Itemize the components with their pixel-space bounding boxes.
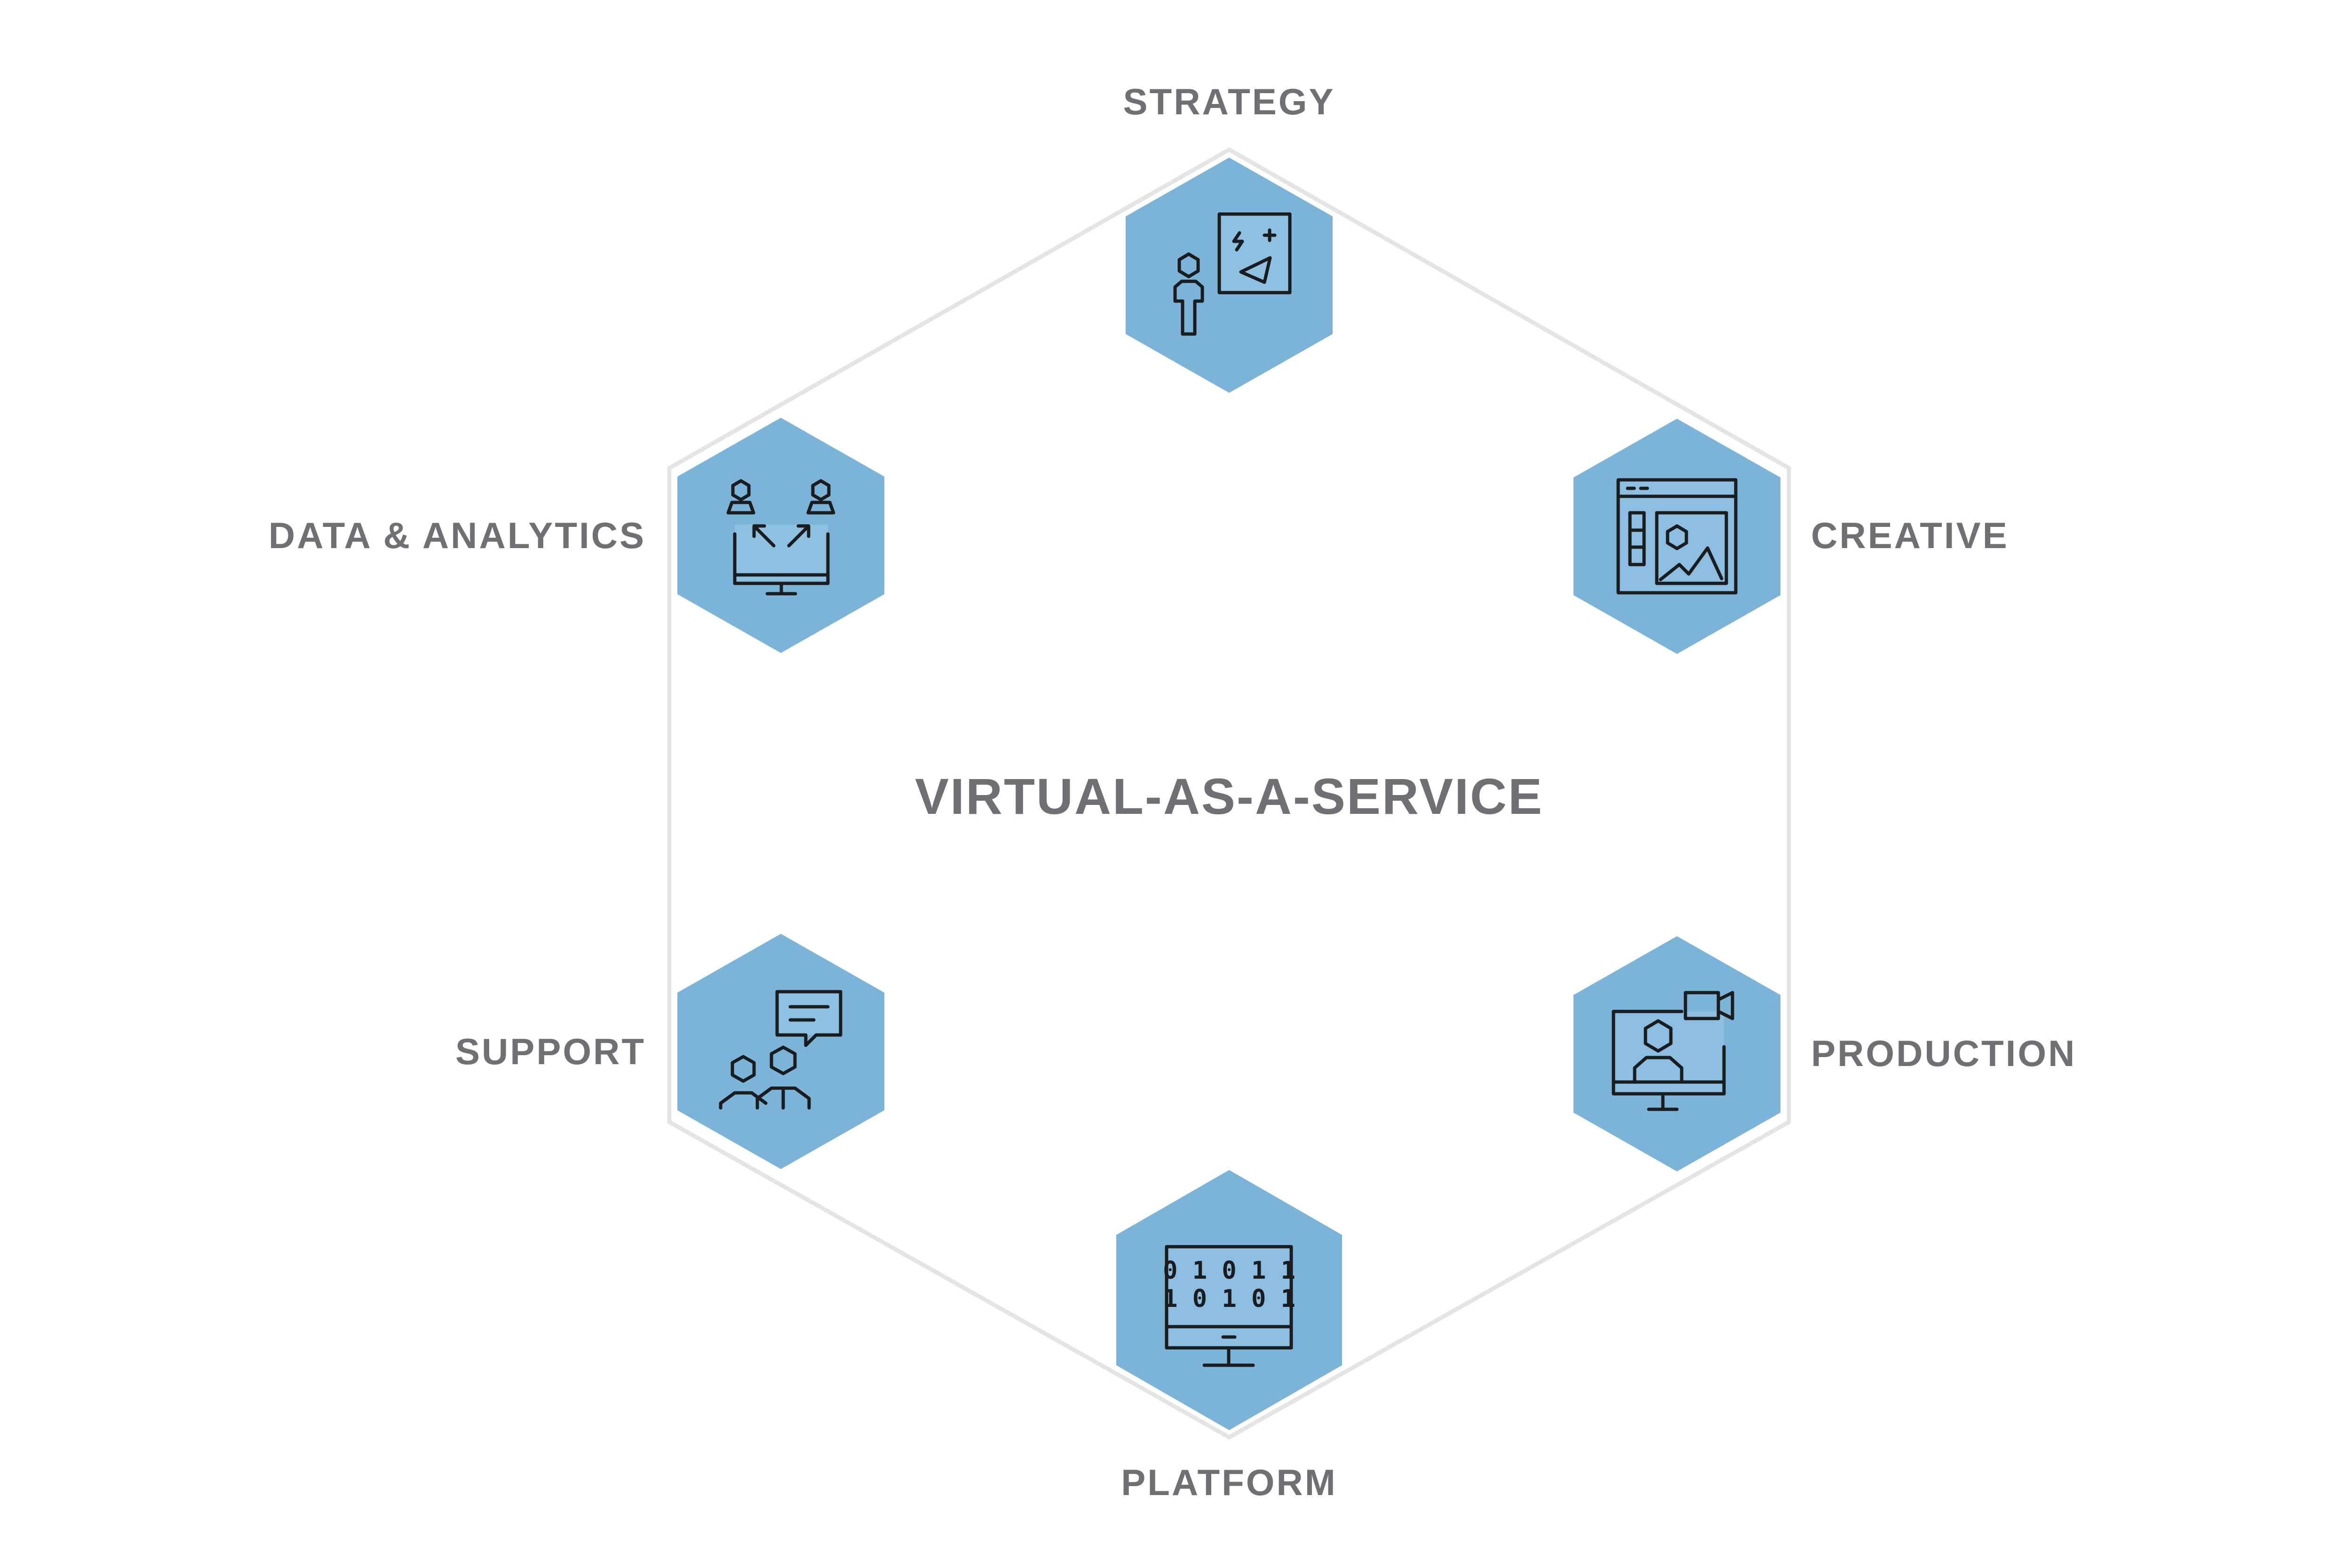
label-production: PRODUCTION [1811,1033,2076,1074]
label-platform: PLATFORM [1121,1462,1337,1503]
production-video-monitor-icon [1612,991,1734,1111]
node-support: SUPPORT [455,934,884,1169]
node-production: PRODUCTION [1573,936,2076,1171]
strategy-presentation-icon [1173,212,1292,336]
platform-binary-monitor-icon: 0 1 0 1 1 1 0 1 0 1 [1163,1245,1295,1367]
node-platform: 0 1 0 1 1 1 0 1 0 1 PLATFORM [1116,1170,1342,1503]
creative-browser-image-icon [1616,478,1738,595]
node-creative: CREATIVE [1573,419,2009,654]
data-analytics-users-monitor-icon [726,479,835,596]
binary-line-2: 1 0 1 0 1 [1163,1285,1295,1313]
label-support: SUPPORT [455,1031,646,1072]
label-data-analytics: DATA & ANALYTICS [269,515,646,556]
outline-hexagon [667,147,1791,1440]
label-creative: CREATIVE [1811,515,2009,556]
node-data-analytics: DATA & ANALYTICS [269,418,884,653]
hexagon-support [677,934,884,1169]
node-strategy: STRATEGY [1123,81,1335,393]
center-title: VIRTUAL-AS-A-SERVICE [915,768,1543,825]
label-strategy: STRATEGY [1123,81,1335,122]
binary-line-1: 0 1 0 1 1 [1163,1257,1295,1285]
support-chat-users-icon [719,990,842,1110]
